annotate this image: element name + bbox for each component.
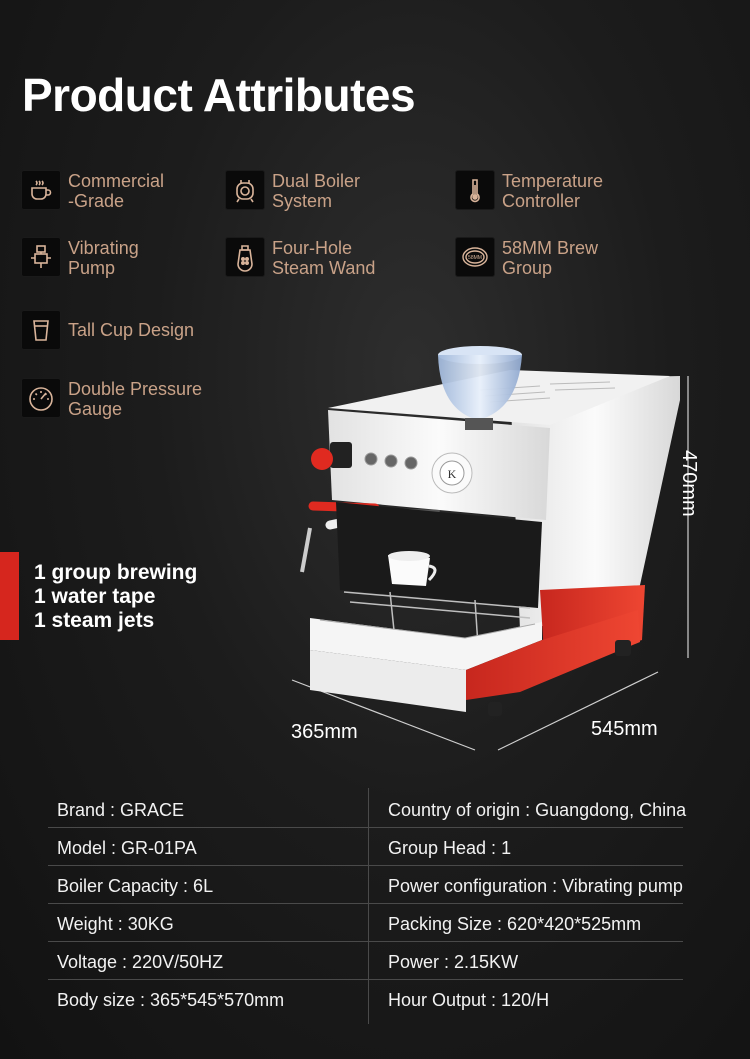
brew-group-icon-text: 58MM (468, 255, 482, 261)
feature-label: 58MM Brew Group (502, 238, 599, 278)
dimension-height: 470mm (678, 450, 700, 517)
feature-dual-boiler: Dual Boiler System (226, 171, 360, 211)
brew-group-icon: 58MM (456, 238, 494, 276)
spec-row: Boiler Capacity : 6L Power configuration… (48, 866, 683, 904)
tall-cup-icon (22, 311, 60, 349)
feature-label: Four-Hole Steam Wand (272, 238, 376, 278)
group-info: 1 group brewing 1 water tape 1 steam jet… (34, 561, 197, 633)
spec-cell-right: Hour Output : 120/H (388, 990, 550, 1010)
spec-row: Brand : GRACE Country of origin : Guangd… (48, 790, 687, 828)
spec-row: Model : GR-01PA Group Head : 1 (48, 828, 683, 866)
feature-temperature-controller: Temperature Controller (456, 171, 603, 211)
feature-label: Vibrating Pump (68, 238, 139, 278)
accent-bar (0, 552, 19, 640)
spec-cell-left: Boiler Capacity : 6L (57, 876, 214, 896)
spec-table-divider (368, 788, 369, 1024)
spec-cell-left: Brand : GRACE (57, 800, 185, 820)
spec-row: Voltage : 220V/50HZ Power : 2.15KW (48, 942, 683, 980)
feature-label: Temperature Controller (502, 171, 604, 211)
feature-label: Commercial -Grade (68, 171, 165, 211)
feature-label: Dual Boiler System (272, 171, 361, 211)
feature-tall-cup: Tall Cup Design (22, 311, 194, 349)
steam-wand-icon (226, 238, 264, 276)
spec-row: Body size : 365*545*570mm Hour Output : … (48, 980, 683, 1017)
boiler-icon (226, 171, 264, 209)
pump-icon (22, 238, 60, 276)
spec-row: Weight : 30KG Packing Size : 620*420*525… (48, 904, 683, 942)
feature-steam-wand: Four-Hole Steam Wand (226, 238, 375, 278)
spec-table: Brand : GRACE Country of origin : Guangd… (48, 790, 687, 1017)
dimension-width: 545mm (591, 718, 658, 740)
spec-cell-right: Country of origin : Guangdong, China (388, 800, 687, 820)
machine-logo: K (448, 467, 457, 481)
spec-cell-right: Power configuration : Vibrating pump (388, 876, 683, 896)
group-info-line: 1 group brewing (34, 561, 198, 584)
feature-commercial-grade: Commercial -Grade (22, 171, 164, 211)
feature-vibrating-pump: Vibrating Pump (22, 238, 139, 278)
spec-cell-left: Voltage : 220V/50HZ (57, 952, 224, 972)
dimension-depth: 365mm (291, 721, 358, 743)
spec-cell-left: Weight : 30KG (57, 914, 174, 934)
pressure-gauge-icon (22, 379, 60, 417)
group-info-line: 1 water tape (34, 585, 156, 608)
spec-cell-left: Body size : 365*545*570mm (57, 990, 285, 1010)
espresso-machine-image: K (291, 346, 689, 751)
feature-pressure-gauge: Double Pressure Gauge (22, 379, 202, 419)
group-info-line: 1 steam jets (34, 609, 155, 632)
spec-cell-right: Power : 2.15KW (388, 952, 519, 972)
spec-cell-right: Packing Size : 620*420*525mm (388, 914, 642, 934)
feature-label: Tall Cup Design (68, 320, 195, 340)
page-title: Product Attributes (22, 69, 416, 121)
thermometer-icon (456, 171, 494, 209)
coffee-cup-icon (22, 171, 60, 209)
feature-label: Double Pressure Gauge (68, 379, 203, 419)
spec-cell-right: Group Head : 1 (388, 838, 512, 858)
feature-brew-group: 58MM 58MM Brew Group (456, 238, 598, 278)
spec-cell-left: Model : GR-01PA (57, 838, 197, 858)
